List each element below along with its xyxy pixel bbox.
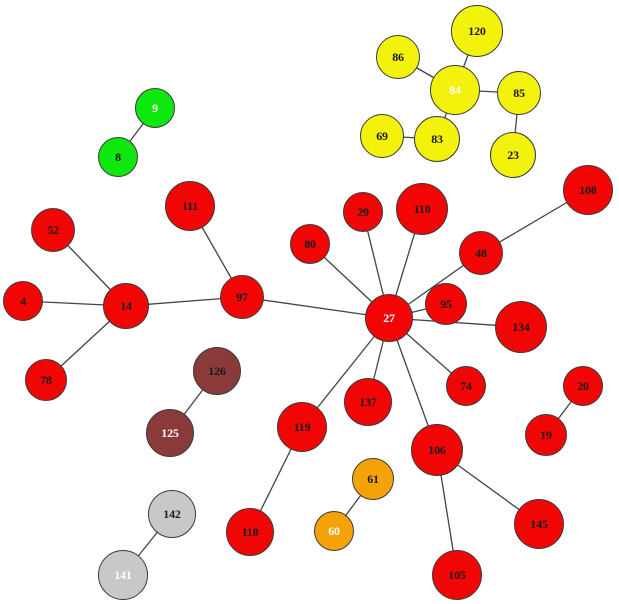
graph-node-69[interactable]: 69 <box>360 114 404 158</box>
graph-node-label: 86 <box>392 50 404 64</box>
graph-node-label: 126 <box>208 364 226 378</box>
graph-node-label: 60 <box>328 524 340 538</box>
graph-node-label: 120 <box>468 24 486 38</box>
graph-node-125[interactable]: 125 <box>146 409 194 457</box>
graph-node-label: 118 <box>241 525 259 539</box>
graph-node-142[interactable]: 142 <box>148 490 196 538</box>
graph-node-84[interactable]: 84 <box>430 65 480 115</box>
graph-node-110[interactable]: 110 <box>396 183 448 235</box>
graph-node-label: 95 <box>440 297 452 311</box>
graph-node-97[interactable]: 97 <box>220 275 264 319</box>
graph-node-label: 14 <box>120 299 132 313</box>
graph-node-label: 119 <box>293 420 311 434</box>
graph-node-19[interactable]: 19 <box>525 414 567 456</box>
graph-node-label: 52 <box>47 223 59 237</box>
graph-node-134[interactable]: 134 <box>495 301 547 353</box>
graph-node-106[interactable]: 106 <box>411 424 463 476</box>
graph-node-119[interactable]: 119 <box>277 402 327 452</box>
graph-node-label: 27 <box>383 311 395 325</box>
graph-node-label: 19 <box>540 428 552 442</box>
graph-node-label: 85 <box>513 86 525 100</box>
graph-node-label: 97 <box>236 290 248 304</box>
graph-node-label: 4 <box>20 294 26 308</box>
graph-node-126[interactable]: 126 <box>193 347 241 395</box>
graph-node-83[interactable]: 83 <box>414 116 460 162</box>
graph-node-8[interactable]: 8 <box>98 137 138 177</box>
graph-node-14[interactable]: 14 <box>103 283 149 329</box>
graph-node-label: 80 <box>304 237 316 251</box>
graph-node-86[interactable]: 86 <box>376 35 420 79</box>
graph-node-52[interactable]: 52 <box>31 208 75 252</box>
graph-node-label: 78 <box>40 373 52 387</box>
graph-node-label: 83 <box>431 132 443 146</box>
graph-node-label: 105 <box>448 568 466 582</box>
graph-node-120[interactable]: 120 <box>451 5 503 57</box>
graph-node-105[interactable]: 105 <box>432 550 482 600</box>
graph-node-60[interactable]: 60 <box>314 511 354 551</box>
graph-node-label: 8 <box>115 150 121 164</box>
graph-node-23[interactable]: 23 <box>490 132 536 178</box>
graph-node-label: 9 <box>152 101 158 115</box>
graph-node-95[interactable]: 95 <box>425 283 467 325</box>
graph-node-label: 142 <box>163 507 181 521</box>
graph-node-85[interactable]: 85 <box>497 71 541 115</box>
graph-node-78[interactable]: 78 <box>25 359 67 401</box>
graph-node-label: 145 <box>530 517 548 531</box>
graph-node-label: 20 <box>577 379 589 393</box>
graph-node-27[interactable]: 27 <box>365 294 413 342</box>
graph-node-141[interactable]: 141 <box>98 550 148 600</box>
graph-node-label: 69 <box>376 129 388 143</box>
graph-node-20[interactable]: 20 <box>563 366 603 406</box>
graph-node-label: 134 <box>512 320 530 334</box>
graph-node-80[interactable]: 80 <box>290 224 330 264</box>
graph-node-137[interactable]: 137 <box>344 378 392 426</box>
graph-node-108[interactable]: 108 <box>563 165 613 215</box>
graph-edge <box>241 296 390 319</box>
graph-node-label: 23 <box>507 148 519 162</box>
graph-node-label: 74 <box>460 379 472 393</box>
graph-node-74[interactable]: 74 <box>446 366 486 406</box>
graph-node-61[interactable]: 61 <box>352 458 394 500</box>
graph-node-label: 110 <box>413 202 431 216</box>
graph-node-label: 111 <box>181 199 199 213</box>
graph-node-label: 125 <box>161 426 179 440</box>
graph-node-label: 61 <box>367 472 379 486</box>
graph-node-label: 29 <box>357 205 369 219</box>
graph-node-label: 137 <box>359 395 377 409</box>
graph-node-145[interactable]: 145 <box>514 499 564 549</box>
graph-node-label: 106 <box>428 443 446 457</box>
graph-node-label: 108 <box>579 183 597 197</box>
graph-node-4[interactable]: 4 <box>3 281 43 321</box>
graph-node-29[interactable]: 29 <box>343 192 383 232</box>
graph-node-label: 84 <box>449 83 461 97</box>
graph-node-label: 141 <box>114 568 132 582</box>
graph-node-9[interactable]: 9 <box>135 88 175 128</box>
graph-node-111[interactable]: 111 <box>165 181 215 231</box>
graph-node-48[interactable]: 48 <box>459 231 503 275</box>
graph-node-118[interactable]: 118 <box>226 508 274 556</box>
graph-node-label: 48 <box>475 246 487 260</box>
